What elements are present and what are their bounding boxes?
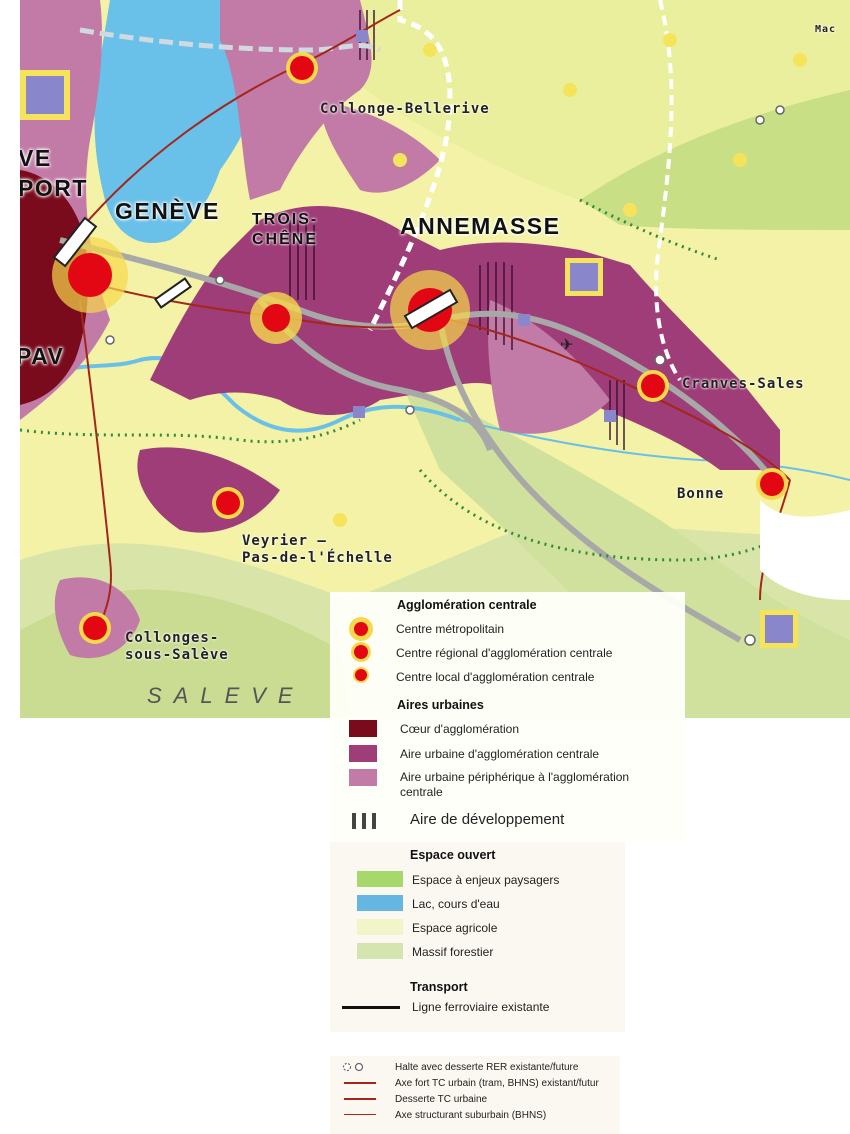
legend-agglomeration-title: Agglomération centrale (397, 598, 537, 612)
centre-local-icon (353, 667, 369, 683)
landscape-area-east (580, 90, 850, 230)
legend-axe-structurant: Axe structurant suburbain (BHNS) (395, 1110, 547, 1121)
legend-coeur: Cœur d'agglomération (400, 722, 520, 736)
legend-aire-developpement: Aire de développement (410, 811, 565, 828)
label-saleve: SALEVE (147, 683, 305, 708)
legend-transport: Transport Ligne ferroviaire existante (330, 972, 625, 1032)
label-collonges: Collonges- sous-Salève (125, 630, 229, 663)
swatch-forestier (357, 943, 403, 959)
forest-area-east (400, 380, 850, 718)
railway-future (367, 0, 453, 332)
railway-future-east (654, 0, 682, 382)
legend-aire-periph: Aire urbaine périphérique à l'agglomérat… (400, 770, 630, 799)
development-hatch-icon (352, 813, 376, 829)
airplane-icon: ✈ (560, 335, 573, 354)
suburban-axis-icon (344, 1114, 376, 1115)
landscape-area-north (270, 0, 850, 200)
urban-transit-icon (344, 1098, 376, 1100)
lake-geneva (94, 0, 272, 244)
lake-crossing (79, 27, 382, 53)
swatch-aire-urbaine (349, 745, 377, 762)
coeur-agglomeration (20, 170, 88, 405)
legend-aires-title: Aires urbaines (397, 698, 484, 712)
swatch-lac (357, 895, 403, 911)
swatch-paysagers (357, 871, 403, 887)
green-corridor-boundary (20, 198, 821, 562)
legend-espace-title: Espace ouvert (410, 848, 496, 862)
label-annemasse: ANNEMASSE (400, 213, 561, 239)
legend-desserte: Desserte TC urbaine (395, 1094, 488, 1105)
legend-centre-regional: Centre régional d'agglomération centrale (396, 646, 613, 660)
legend-espace: Espace ouvert Espace à enjeux paysagers … (330, 842, 625, 972)
halt-icon (342, 1062, 364, 1072)
swatch-coeur (349, 720, 377, 737)
centre-metropolitain-icon (349, 617, 373, 641)
urban-area-veyrier (137, 447, 280, 533)
urban-area-central (150, 206, 780, 471)
swatch-agricole (357, 919, 403, 935)
legend-halte: Halte avec desserte RER existante/future (395, 1062, 579, 1073)
urban-area-collonge (320, 100, 440, 193)
centre-regional-trois-chene (250, 292, 302, 344)
legend-centre-local: Centre local d'agglomération centrale (396, 670, 595, 684)
label-pav: PAV (20, 343, 65, 369)
label-veyrier: Veyrier – Pas-de-l'Échelle (242, 533, 393, 566)
legend-agglomeration: Agglomération centrale Centre métropolit… (330, 592, 685, 692)
legend-forestier: Massif forestier (412, 945, 494, 959)
blank-area (760, 500, 850, 600)
legend-ferroviaire: Ligne ferroviaire existante (412, 1000, 550, 1014)
activity-zones (20, 30, 798, 648)
tram-axis-icon (344, 1082, 376, 1084)
legend-centre-metropolitain: Centre métropolitain (396, 622, 505, 636)
legend-axe-fort: Axe fort TC urbain (tram, BHNS) existant… (395, 1078, 599, 1089)
label-bonne: Bonne (677, 486, 725, 502)
rer-halts (105, 105, 785, 646)
legend-aires: Aires urbaines Cœur d'agglomération Aire… (330, 692, 685, 842)
station-symbols (52, 216, 459, 330)
centre-local-markers (79, 52, 788, 644)
rail-line-icon (342, 1006, 400, 1009)
village-markers (333, 33, 807, 527)
legend-aire-urbaine: Aire urbaine d'agglomération centrale (400, 747, 600, 761)
label-trois-chene: TROIS- CHÊNE (252, 211, 319, 248)
river-arve (20, 356, 461, 433)
urban-area-annemasse-east (488, 300, 610, 434)
legend-agricole: Espace agricole (412, 921, 498, 935)
legend-transit: Halte avec desserte RER existante/future… (330, 1056, 620, 1134)
river-menoge (459, 419, 850, 481)
label-cranves-sales: Cranves-Sales (682, 376, 805, 392)
urban-area-cologny (220, 0, 372, 200)
legend-lac: Lac, cours d'eau (412, 897, 500, 911)
label-port: PORT (20, 175, 88, 201)
swatch-aire-periph (349, 769, 377, 786)
label-ve: VE (20, 145, 52, 171)
label-geneve: GENÈVE (115, 198, 220, 224)
label-mac: Mac (815, 24, 837, 35)
legend-paysagers: Espace à enjeux paysagers (412, 873, 560, 887)
label-collonge-bellerive: Collonge-Bellerive (320, 101, 490, 117)
map[interactable]: ✈ GENÈVE TROIS- CHÊNE ANNEMASSE Collonge… (20, 0, 850, 718)
legend-transport-title: Transport (410, 980, 468, 994)
centre-regional-icon (351, 642, 371, 662)
